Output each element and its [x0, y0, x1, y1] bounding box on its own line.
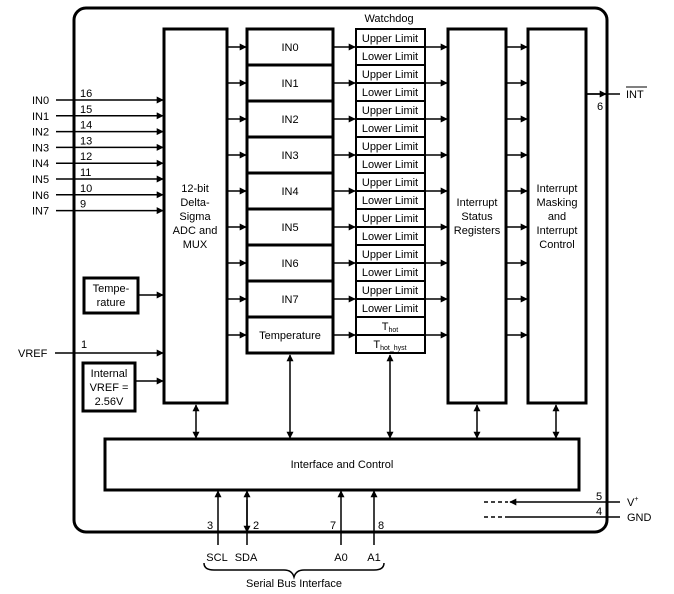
channel-register-in5	[245, 207, 335, 247]
channel-register-label: IN5	[281, 222, 298, 234]
lower-limit-label: Lower Limit	[362, 267, 418, 279]
input-pin-number: 15	[80, 104, 92, 116]
input-pin-number: 12	[80, 151, 92, 163]
bus-label: Serial Bus Interface	[246, 578, 342, 590]
lower-limit-label: Lower Limit	[362, 123, 418, 135]
thot-hyst-label: Thot_hyst	[373, 339, 406, 352]
input-pin-number: 9	[80, 199, 86, 211]
a0-pin-number: 7	[330, 520, 336, 532]
thot-label: Thot	[382, 321, 399, 334]
label-line: Masking	[537, 197, 578, 209]
lower-limit-label: Lower Limit	[362, 195, 418, 207]
vref-pin-number: 1	[81, 339, 87, 351]
label-line: Control	[539, 239, 574, 251]
channel-register-label: IN4	[281, 186, 298, 198]
input-pin-number: 11	[80, 167, 91, 179]
label-line: Sigma	[179, 211, 211, 223]
lower-limit-label: Lower Limit	[362, 159, 418, 171]
upper-limit-label: Upper Limit	[362, 285, 418, 297]
channel-register-label: IN0	[281, 42, 298, 54]
label-line: MUX	[183, 239, 208, 251]
temperature-sensor-block	[82, 276, 140, 315]
a0-label: A0	[334, 552, 347, 564]
a1-pin-number: 8	[378, 520, 384, 532]
channel-register-label: IN1	[281, 78, 298, 90]
input-pin-number: 16	[80, 88, 92, 100]
label-line: Interrupt	[457, 197, 498, 209]
vref-label: VREF	[18, 348, 48, 360]
label-line: Status	[461, 211, 493, 223]
input-pin-number: 10	[80, 183, 92, 195]
temperature-register-label: Temperature	[259, 330, 321, 342]
label-line: VREF =	[90, 382, 129, 394]
upper-limit-label: Upper Limit	[362, 141, 418, 153]
upper-limit-label: Upper Limit	[362, 249, 418, 261]
int-pin-number: 6	[597, 101, 603, 113]
input-pin-number: 13	[80, 135, 92, 147]
scl-label: SCL	[206, 552, 227, 564]
upper-limit-label: Upper Limit	[362, 177, 418, 189]
channel-register-label: IN3	[281, 150, 298, 162]
scl-pin-number: 3	[207, 520, 213, 532]
sda-label: SDA	[235, 552, 258, 564]
thot-hyst-register	[355, 334, 426, 354]
input-pin-number: 14	[80, 120, 92, 132]
temperature-register	[245, 315, 335, 355]
internal-vref-block	[81, 361, 137, 413]
gnd-pin-number: 4	[596, 506, 602, 518]
upper-limit-label: Upper Limit	[362, 213, 418, 225]
input-pin-label: IN4	[32, 158, 49, 170]
lower-limit-label: Lower Limit	[362, 231, 418, 243]
interrupt-masking-block	[526, 27, 588, 405]
label-line: and	[548, 211, 566, 223]
channel-register-in6	[245, 243, 335, 283]
label-line: Interrupt	[537, 225, 578, 237]
upper-limit-label: Upper Limit	[362, 105, 418, 117]
adc-mux-block	[162, 27, 229, 405]
input-pin-label: IN0	[32, 95, 49, 107]
interrupt-status-registers-block	[446, 27, 508, 405]
lower-limit-label: Lower Limit	[362, 51, 418, 63]
bus-brace	[203, 562, 385, 580]
channel-register-label: IN2	[281, 114, 298, 126]
upper-limit-label: Upper Limit	[362, 69, 418, 81]
input-pin-label: IN7	[32, 206, 49, 218]
label-line: Registers	[454, 225, 501, 237]
sda-pin-number: 2	[253, 520, 259, 532]
channel-register-in2	[245, 99, 335, 139]
label-line: Interrupt	[537, 183, 578, 195]
label-line: Internal	[91, 368, 128, 380]
lower-limit-label: Lower Limit	[362, 303, 418, 315]
a1-label: A1	[367, 552, 380, 564]
label-line: rature	[97, 297, 126, 309]
lower-limit-label: Lower Limit	[362, 87, 418, 99]
label-line: ADC and	[173, 225, 218, 237]
input-pin-label: IN2	[32, 127, 49, 139]
channel-register-label: IN6	[281, 258, 298, 270]
int-pin-label: INT	[626, 89, 644, 101]
input-pin-label: IN6	[32, 190, 49, 202]
input-pin-label: IN5	[32, 174, 49, 186]
vplus-pin-number: 5	[596, 491, 602, 503]
gnd-label: GND	[627, 512, 652, 524]
temperature-sensor-label: Tempe-rature	[93, 283, 130, 309]
label-line: 2.56V	[95, 396, 124, 408]
watchdog-title: Watchdog	[364, 13, 413, 25]
channel-register-label: IN7	[281, 294, 298, 306]
channel-register-in3	[245, 135, 335, 175]
interface-control-block	[103, 437, 581, 492]
vplus-label: V+	[627, 496, 638, 509]
input-pin-label: IN1	[32, 111, 49, 123]
label-line: 12-bit	[181, 183, 209, 195]
upper-limit-label: Upper Limit	[362, 33, 418, 45]
input-pin-label: IN3	[32, 142, 49, 154]
label-line: Delta-	[180, 197, 210, 209]
label-line: Tempe-	[93, 283, 130, 295]
interface-control-label: Interface and Control	[291, 459, 394, 471]
